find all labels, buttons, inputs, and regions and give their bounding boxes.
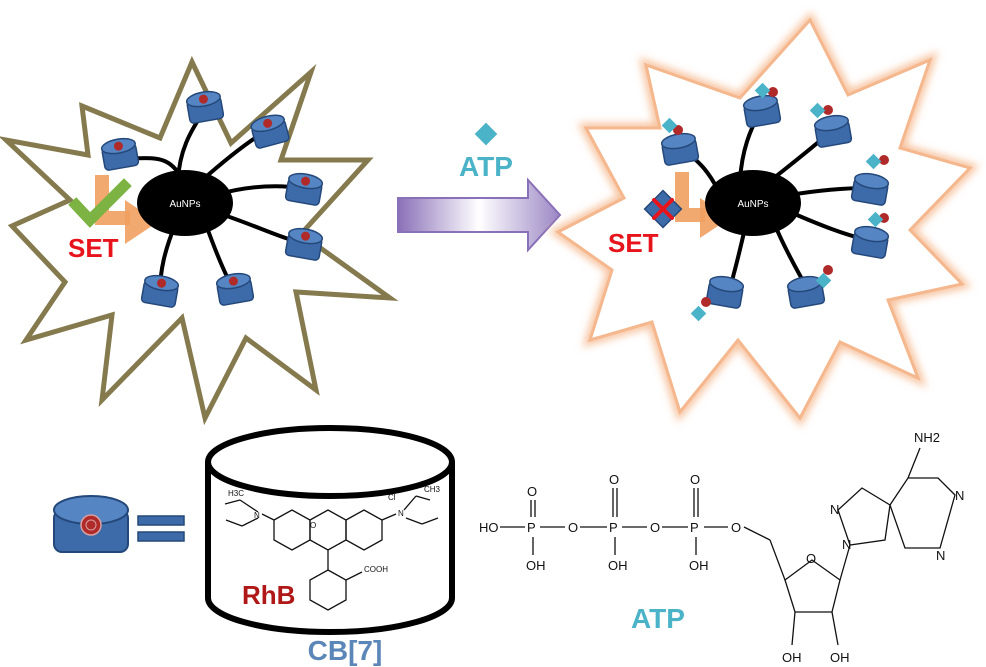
blocked-x-icon (643, 189, 683, 229)
atp-diamond-icon (474, 122, 498, 146)
rhb-cl: Cl (388, 493, 396, 502)
set-label-left: SET (68, 233, 119, 263)
atp-o2: O (609, 472, 619, 487)
legend-capsule (53, 495, 129, 553)
set-label-right: SET (608, 228, 659, 258)
left-orange-arrow (95, 175, 158, 244)
atp-ho: HO (479, 520, 499, 535)
cb7-cylinder (205, 425, 455, 635)
atp-oh2: OH (608, 558, 628, 573)
atp-n3: N (936, 548, 945, 563)
left-aunp: AuNPs (137, 170, 233, 236)
atp-o-bridge1: O (568, 520, 578, 535)
atp-n7: N (830, 502, 839, 517)
atp-n1: N (955, 488, 964, 503)
atp-oh5: OH (830, 650, 850, 665)
atp-oh1: OH (526, 558, 546, 573)
rhb-cooh: COOH (364, 565, 388, 574)
right-aunp: AuNPs (705, 170, 801, 236)
atp-p2: P (609, 520, 618, 535)
rhb-n-left: N (254, 511, 260, 520)
atp-p3: P (690, 520, 699, 535)
atp-ribose-o: O (806, 551, 816, 566)
atp-n9: N (842, 537, 851, 552)
atp-o-bridge2: O (650, 520, 660, 535)
aunps-label-right: AuNPs (737, 199, 768, 210)
equals-sign (137, 515, 185, 542)
atp-o1: O (527, 484, 537, 499)
rhb-n-right: N (398, 509, 404, 518)
rhb-o: O (310, 521, 316, 530)
rhb-structure (224, 495, 439, 611)
cb7-label: CB[7] (308, 635, 383, 666)
atp-o3: O (690, 472, 700, 487)
rhb-h3c: H3C (228, 489, 244, 498)
check-mark-icon (68, 178, 132, 228)
atp-structure (500, 447, 956, 646)
atp-p1: P (527, 520, 536, 535)
atp-o-bridge3: O (731, 520, 741, 535)
atp-arrow-label: ATP (459, 151, 513, 182)
atp-nh2: NH2 (914, 430, 940, 445)
rhb-ch3: CH3 (424, 485, 441, 494)
process-arrow (397, 177, 562, 253)
rhb-label: RhB (242, 580, 295, 610)
atp-oh3: OH (689, 558, 709, 573)
atp-oh4: OH (782, 650, 802, 665)
aunps-label-left: AuNPs (169, 199, 200, 210)
atp-structure-label: ATP (631, 603, 685, 634)
